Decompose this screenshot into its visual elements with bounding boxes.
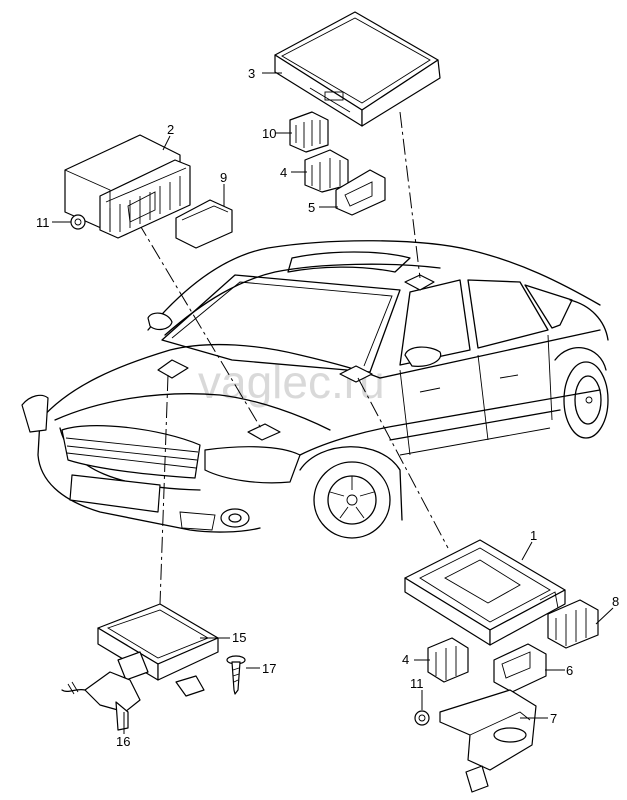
- callout-2: 2: [167, 122, 174, 137]
- locator-a-pillar: [339, 365, 373, 383]
- part-7-connector: [547, 599, 599, 649]
- part-11-nut-bottom: [414, 710, 430, 726]
- callout-15: 15: [232, 630, 246, 645]
- callout-4-bottom: 4: [402, 652, 409, 667]
- part-16-sensor: [61, 671, 141, 731]
- callout-leaders: [52, 72, 614, 734]
- part-11-nut-top: [70, 214, 86, 230]
- callout-9: 9: [220, 170, 227, 185]
- callout-16: 16: [116, 734, 130, 749]
- callout-5: 5: [308, 200, 315, 215]
- callout-8: 10: [262, 126, 276, 141]
- locator-roof: [404, 274, 435, 291]
- callout-1: 1: [530, 528, 537, 543]
- callout-6: 6: [566, 663, 573, 678]
- part-8-connector: [289, 111, 329, 153]
- part-9-connector: [175, 199, 233, 249]
- callout-17: 17: [262, 661, 276, 676]
- callout-3: 3: [248, 66, 255, 81]
- part-6-connector-housing: [493, 643, 547, 693]
- locator-front-center: [247, 423, 281, 441]
- callout-7: 8: [612, 594, 619, 609]
- part-4-connector-bottom: [427, 637, 469, 683]
- part-10-bracket: [439, 689, 537, 793]
- part-15-control-module: [97, 603, 219, 697]
- callout-10: 7: [550, 711, 557, 726]
- part-2-control-module: [64, 134, 191, 239]
- part-3-control-module: [274, 11, 441, 127]
- part-5-connector-housing: [335, 169, 386, 216]
- part-4-connector-top: [304, 149, 349, 193]
- callout-4-top: 4: [280, 165, 287, 180]
- locator-lines: [137, 111, 449, 605]
- callout-11-bottom: 11: [410, 676, 424, 691]
- callout-11-top: 11: [36, 215, 50, 230]
- part-17-screw: [226, 655, 246, 695]
- locator-front-left: [157, 359, 189, 379]
- part-1-control-module: [404, 539, 566, 646]
